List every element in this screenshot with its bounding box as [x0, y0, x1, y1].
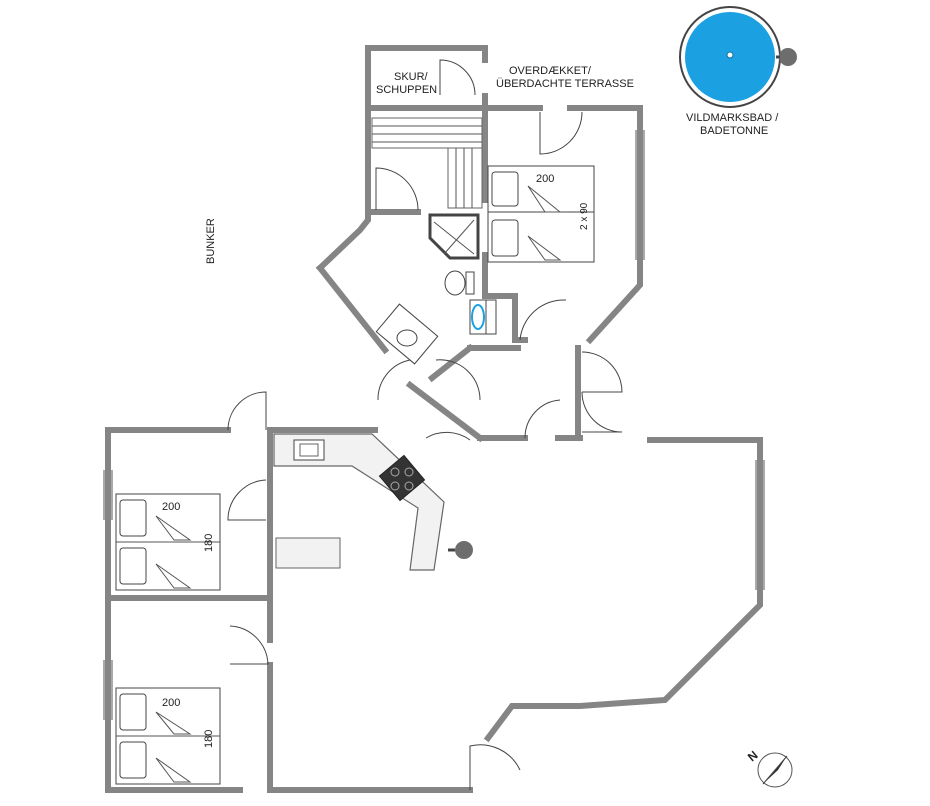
- bedroom-top-right: 200 2 x 90: [487, 111, 595, 341]
- bedroom-top-right-door[interactable]: [539, 111, 583, 155]
- bedroom-left-upper-outer-door[interactable]: [227, 391, 267, 431]
- bedroom-left-lower-door[interactable]: [229, 625, 269, 665]
- sink-icon: [293, 439, 325, 461]
- bedroom-left-upper: 200 180: [115, 391, 267, 591]
- terrace-label-1: OVERDÆKKET/: [509, 65, 592, 77]
- bed-width-top-right: 2 x 90: [579, 202, 590, 230]
- entrance-door[interactable]: [469, 744, 521, 790]
- bed-width-left-lower: 180: [203, 730, 215, 748]
- bunker-label: BUNKER: [205, 218, 217, 264]
- hottub-label-2: BADETONNE: [700, 125, 768, 137]
- bed-width-left-upper: 180: [203, 534, 215, 552]
- hall-door[interactable]: [435, 359, 481, 401]
- bathroom-door[interactable]: [377, 359, 411, 401]
- bed-length-left-lower: 200: [162, 697, 180, 709]
- toilet-icon: [444, 270, 475, 296]
- bathroom: [375, 213, 497, 401]
- bedroom-inner-door[interactable]: [519, 299, 567, 341]
- hot-tub-icon: [679, 6, 797, 108]
- sauna: [371, 117, 483, 211]
- shed-label-2: SCHUPPEN: [376, 84, 437, 96]
- bedroom-left-upper-door[interactable]: [227, 479, 267, 521]
- north-label: N: [745, 748, 761, 764]
- shower-icon: [428, 213, 480, 260]
- fireplace-icon: [448, 541, 473, 559]
- windows: [103, 130, 765, 720]
- hottub-label-1: VILDMARKSBAD /: [686, 112, 779, 124]
- side-door-lower[interactable]: [581, 391, 623, 433]
- bed-length-left-upper: 200: [162, 501, 180, 513]
- shed: SKUR/ SCHUPPEN: [376, 59, 476, 96]
- sauna-door[interactable]: [375, 167, 419, 211]
- sink-icon: [375, 303, 439, 365]
- kitchen: [273, 433, 473, 571]
- bedroom-left-lower: 200 180: [115, 625, 269, 785]
- stove-icon: [378, 454, 426, 502]
- compass-icon: N: [745, 748, 793, 788]
- dining-table: [275, 537, 341, 569]
- side-door-upper[interactable]: [581, 351, 623, 393]
- terrace-label-2: ÜBERDACHTE TERRASSE: [496, 78, 634, 90]
- washing-machine-icon: [469, 299, 497, 335]
- bed-length-top-right: 200: [536, 173, 554, 185]
- shed-door[interactable]: [439, 59, 476, 96]
- shed-label-1: SKUR/: [394, 71, 429, 83]
- main-walls: [105, 45, 763, 793]
- kitchen-door[interactable]: [425, 431, 471, 441]
- hall-door-2[interactable]: [524, 399, 561, 439]
